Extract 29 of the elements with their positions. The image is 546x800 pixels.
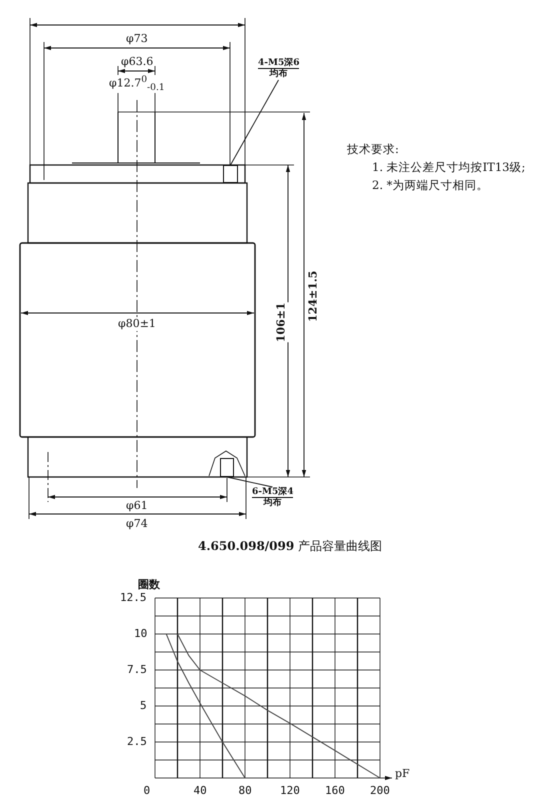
tick-label: 12.5 [120, 592, 146, 604]
chart-title: 4.650.098/099 产品容量曲线图 [198, 540, 382, 554]
tick-label: 160 [325, 784, 345, 798]
leader-line [230, 80, 279, 166]
tick-label: 7.5 [127, 664, 147, 676]
tick-label: 40 [194, 784, 207, 798]
tick-label: 80 [238, 784, 252, 798]
dimension-label: φ61 [126, 500, 148, 513]
leader-line [226, 476, 273, 488]
dimension-label: φ63.6 [121, 56, 154, 69]
axis-title: 圈数 [138, 578, 160, 592]
axis-title: pF [395, 768, 410, 780]
notes-heading: 技术要求: [347, 143, 399, 156]
dimension-label: 124±1.5 [307, 270, 320, 322]
dimension-label: 106±1 [275, 302, 288, 342]
dimension-label: φ73 [126, 33, 148, 46]
note-text: 1. 未注公差尺寸均按IT13级; [372, 161, 526, 174]
leader-note: 4-M5深6 均布 [258, 58, 300, 80]
threaded-hole [223, 165, 238, 183]
leader-note: 6-M5深4 均布 [252, 487, 294, 509]
dimension-label: φ74 [126, 518, 148, 531]
tick-label: 10 [134, 628, 148, 640]
tick-label: 5 [140, 700, 147, 712]
dimension-label: φ80±1 [118, 318, 156, 331]
tick-label: 120 [280, 784, 300, 798]
tick-label: 200 [370, 784, 390, 798]
tick-label: 0 [144, 784, 150, 798]
threaded-hole [220, 458, 234, 477]
tick-label: 2.5 [127, 736, 147, 748]
